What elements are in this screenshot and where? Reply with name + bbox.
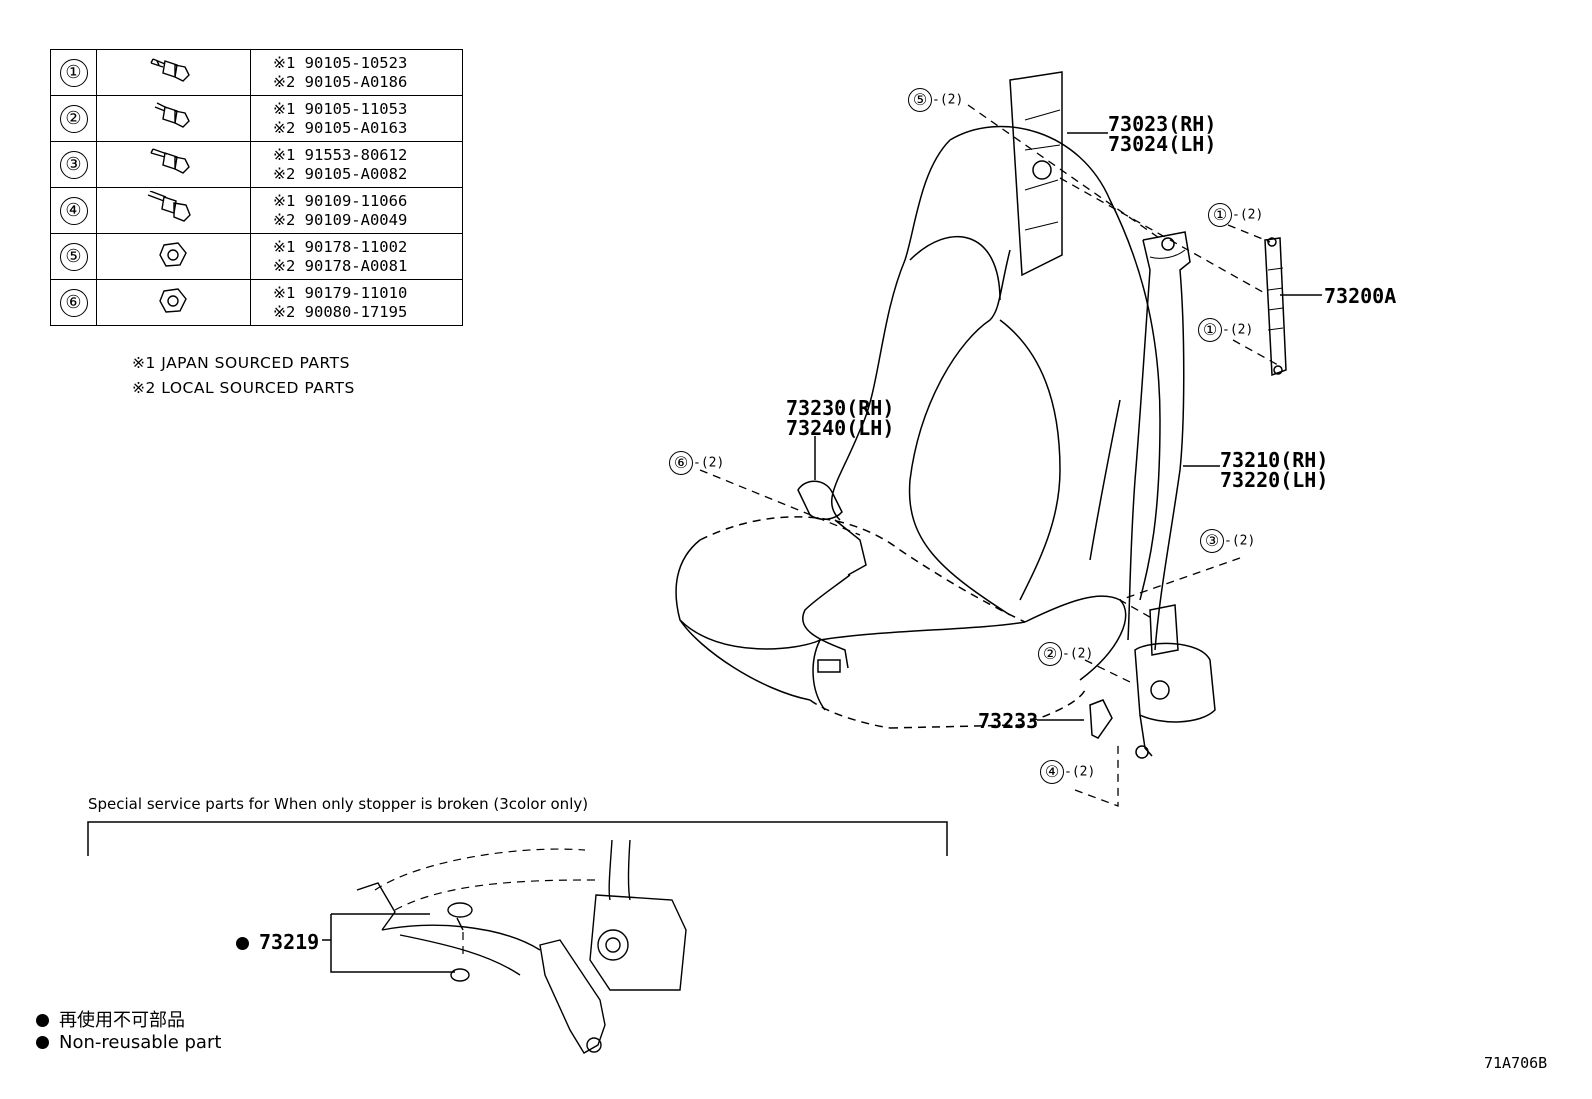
part-number-japan: ※1 90109-11066	[273, 191, 408, 210]
table-row: ② ※1 90105-11053※2 90105-A0163	[50, 95, 463, 142]
label-73240: 73240(LH)	[786, 416, 895, 440]
part-number-japan: ※1 90178-11002	[273, 237, 408, 256]
bullet-icon	[36, 1014, 49, 1027]
part-number-japan: ※1 90179-11010	[273, 283, 408, 302]
part-number-local: ※2 90178-A0081	[273, 256, 408, 275]
label-73200a: 73200A	[1324, 284, 1397, 308]
bolt-icon	[154, 101, 190, 128]
row-number: ②	[59, 104, 88, 133]
part-number-japan: ※1 90105-11053	[273, 99, 408, 118]
part-number-local: ※2 90105-A0163	[273, 118, 408, 137]
row-number: ④	[59, 196, 88, 225]
row-number: ⑤	[59, 242, 88, 271]
note-local-sourced: ※2 LOCAL SOURCED PARTS	[132, 379, 355, 397]
bolt-icon	[149, 57, 190, 82]
nut-icon	[158, 241, 187, 267]
note-japan-sourced: ※1 JAPAN SOURCED PARTS	[132, 354, 350, 372]
table-row: ⑥ ※1 90179-11010※2 90080-17195	[50, 279, 463, 326]
bolt-icon	[149, 147, 190, 174]
table-row: ③ ※1 91553-80612※2 90105-A0082	[50, 141, 463, 188]
callout-1-lower: ①-(2)	[1198, 318, 1253, 342]
fastener-table: ① ※1 90105-10523※2 90105-A0186 ② ※1 9010…	[50, 49, 463, 326]
callout-5: ⑤-(2)	[908, 88, 963, 112]
callout-4: ④-(2)	[1040, 760, 1095, 784]
retractor	[1134, 642, 1216, 723]
legend-english: Non-reusable part	[36, 1032, 221, 1053]
row-number: ⑥	[59, 288, 88, 317]
label-73210: 73210(RH)	[1220, 448, 1329, 472]
legend-japanese: 再使用不可部品	[36, 1006, 185, 1032]
part-number-local: ※2 90080-17195	[273, 302, 408, 321]
table-row: ④ ※1 90109-11066※2 90109-A0049	[50, 187, 463, 234]
part-number-local: ※2 90105-A0082	[273, 164, 408, 183]
diagram-code: 71A706B	[1484, 1054, 1548, 1072]
non-reusable-dot-icon	[236, 937, 249, 950]
row-number: ③	[59, 150, 88, 179]
stopper	[1089, 699, 1113, 739]
part-number-local: ※2 90109-A0049	[273, 210, 408, 229]
label-73233: 73233	[978, 709, 1039, 733]
label-73220: 73220(LH)	[1220, 468, 1329, 492]
anchor-adjuster	[1264, 237, 1287, 377]
label-73023: 73023(RH)	[1108, 112, 1217, 136]
label-73219: 73219	[236, 932, 319, 952]
row-number: ①	[59, 58, 88, 87]
special-parts-title: Special service parts for When only stop…	[88, 795, 589, 813]
table-row: ⑤ ※1 90178-11002※2 90178-A0081	[50, 233, 463, 280]
seat-cushion-outline	[699, 516, 1026, 623]
part-number-japan: ※1 91553-80612	[273, 145, 408, 164]
pillar-garnish	[1009, 71, 1063, 277]
shoulder-bolt-icon	[147, 189, 191, 222]
label-73024: 73024(LH)	[1108, 132, 1217, 156]
label-73230: 73230(RH)	[786, 396, 895, 420]
callout-1-upper: ①-(2)	[1208, 203, 1263, 227]
seat-back-outline	[949, 125, 1161, 601]
belt-webbing	[1142, 231, 1191, 651]
callout-3: ③-(2)	[1200, 529, 1255, 553]
part-number-japan: ※1 90105-10523	[273, 53, 408, 72]
table-row: ① ※1 90105-10523※2 90105-A0186	[50, 49, 463, 96]
special-parts-box	[87, 821, 948, 856]
bullet-icon	[36, 1036, 49, 1049]
part-number-local: ※2 90105-A0186	[273, 72, 408, 91]
callout-6: ⑥-(2)	[669, 451, 724, 475]
nut-icon	[158, 287, 187, 313]
callout-2: ②-(2)	[1038, 642, 1093, 666]
